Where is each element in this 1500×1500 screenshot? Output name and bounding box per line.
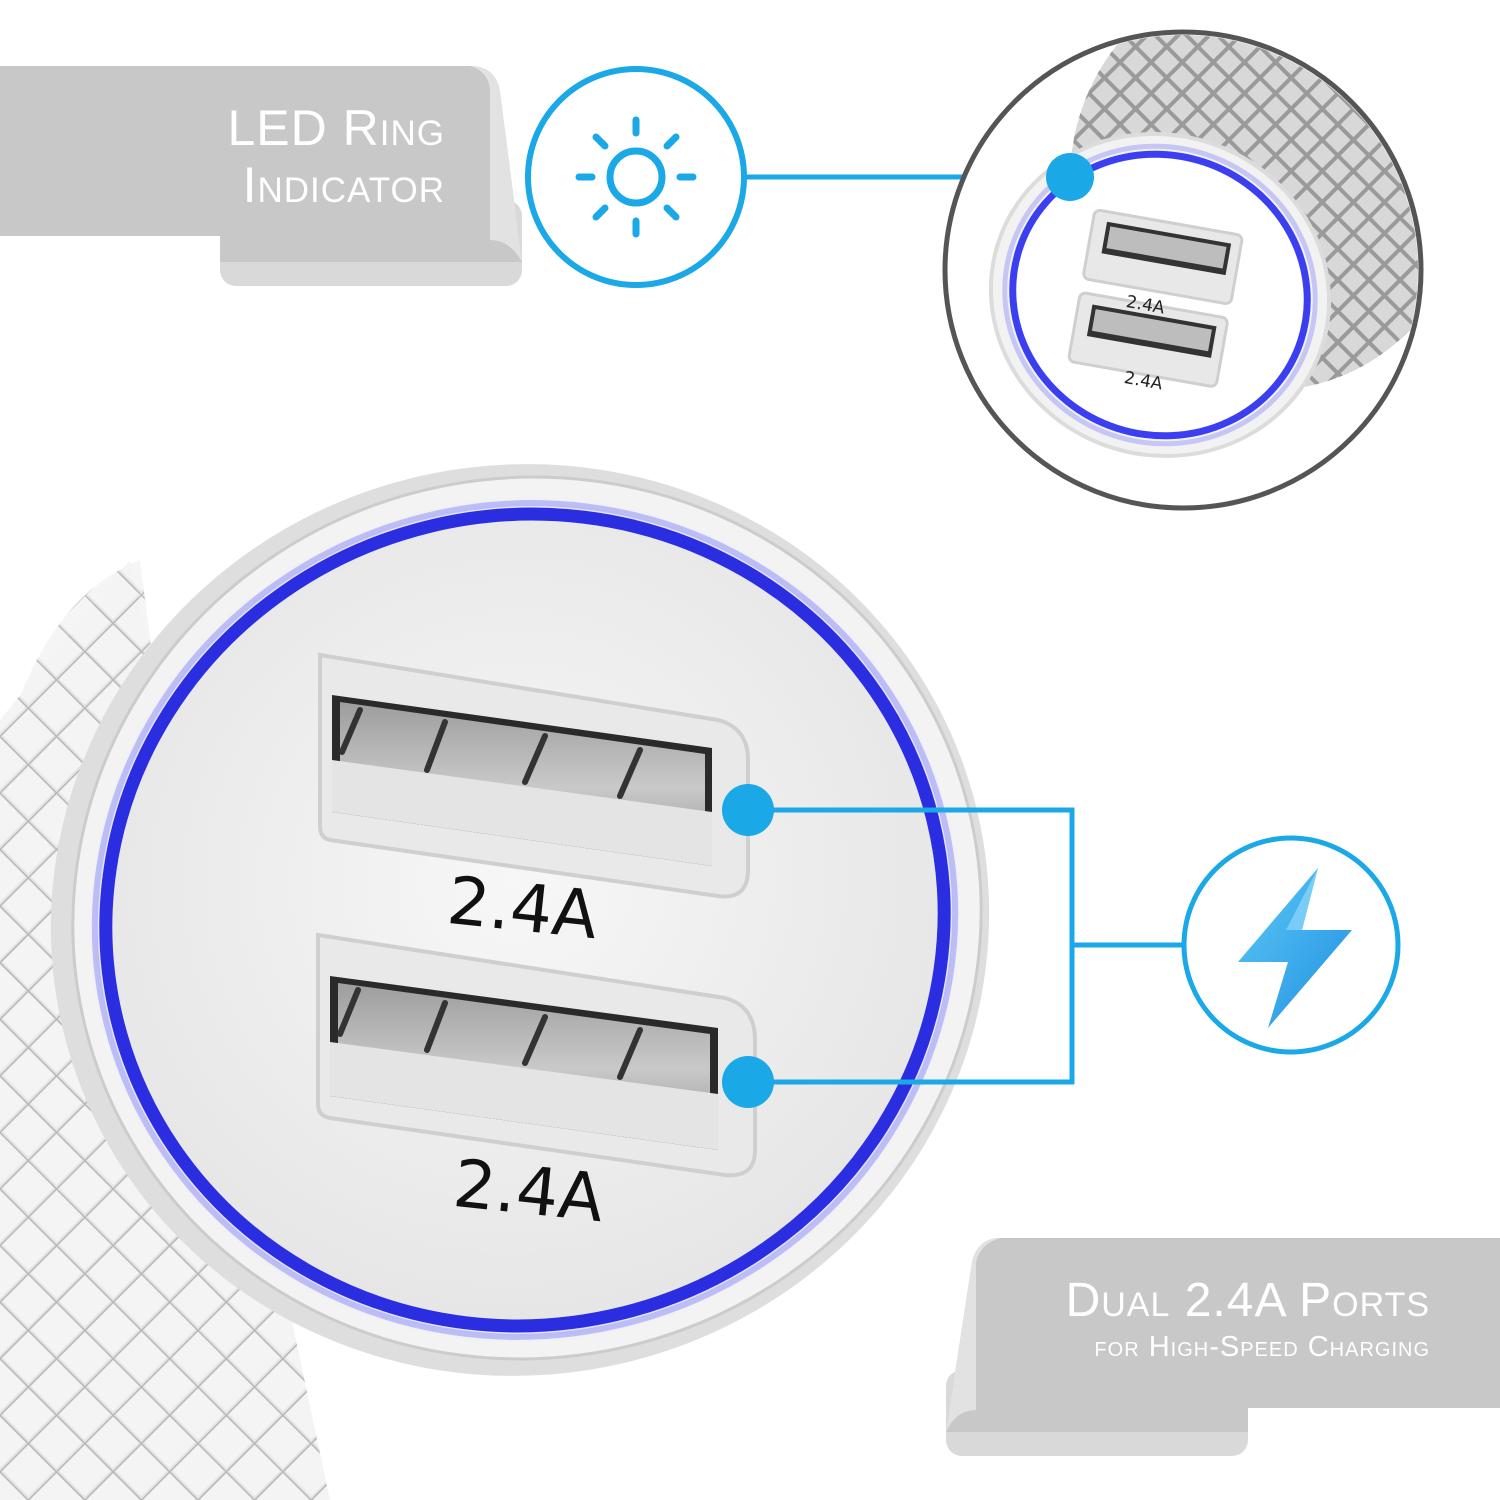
ports-connector [750,807,1185,1085]
lightning-bolt-icon [1181,835,1401,1055]
port-bottom-label: 2.4A [449,1145,608,1238]
usb-port-top [318,652,750,899]
usb-port-bottom [316,932,757,1178]
led-ring [99,507,951,1333]
dual-ports-banner [946,1238,1500,1456]
led-ring-title-line2: Indicator [242,157,445,213]
led-ring-title: LED Ring Indicator [150,100,445,214]
inset-closeup [942,29,1424,511]
led-ring-title-line1: LED Ring [227,100,445,156]
port-top-label: 2.4A [443,862,602,955]
sun-icon [525,66,747,288]
dual-ports-title-main: Dual 2.4A Ports [1065,1274,1430,1327]
dual-ports-title: Dual 2.4A Ports for High-Speed Charging [990,1272,1430,1364]
led-ring-banner [0,66,522,286]
dual-ports-title-sub: for High-Speed Charging [1094,1331,1430,1363]
